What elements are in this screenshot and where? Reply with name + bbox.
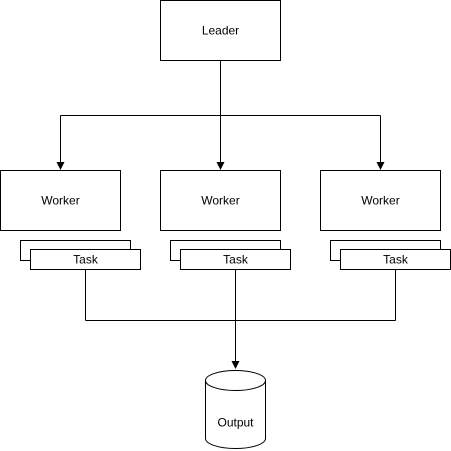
output-cylinder-body <box>205 380 266 449</box>
leader-label: Leader <box>202 24 239 38</box>
output-label: Output <box>217 416 254 430</box>
worker-box <box>0 170 121 231</box>
worker-label: Worker <box>201 194 239 208</box>
leader-box <box>160 0 281 61</box>
worker-label: Worker <box>41 194 79 208</box>
worker-node-3: Worker <box>320 170 441 231</box>
output-cylinder-top <box>205 370 266 391</box>
task-label: Task <box>383 253 409 267</box>
task-label: Task <box>223 253 249 267</box>
output-node: Output <box>205 370 266 449</box>
task-stack-3: Task <box>330 240 451 270</box>
task-connectors <box>85 270 396 369</box>
task-stack-2: Task <box>170 240 291 270</box>
worker-box <box>160 170 281 231</box>
worker-node-2: Worker <box>160 170 281 231</box>
leader-node: Leader <box>160 0 281 61</box>
task-stack-1: Task <box>20 240 141 270</box>
worker-box <box>320 170 441 231</box>
worker-node-1: Worker <box>0 170 121 231</box>
task-label: Task <box>73 253 99 267</box>
task-box-front <box>30 249 141 270</box>
worker-label: Worker <box>361 194 399 208</box>
leader-connectors <box>56 60 385 170</box>
task-box-front <box>180 249 291 270</box>
